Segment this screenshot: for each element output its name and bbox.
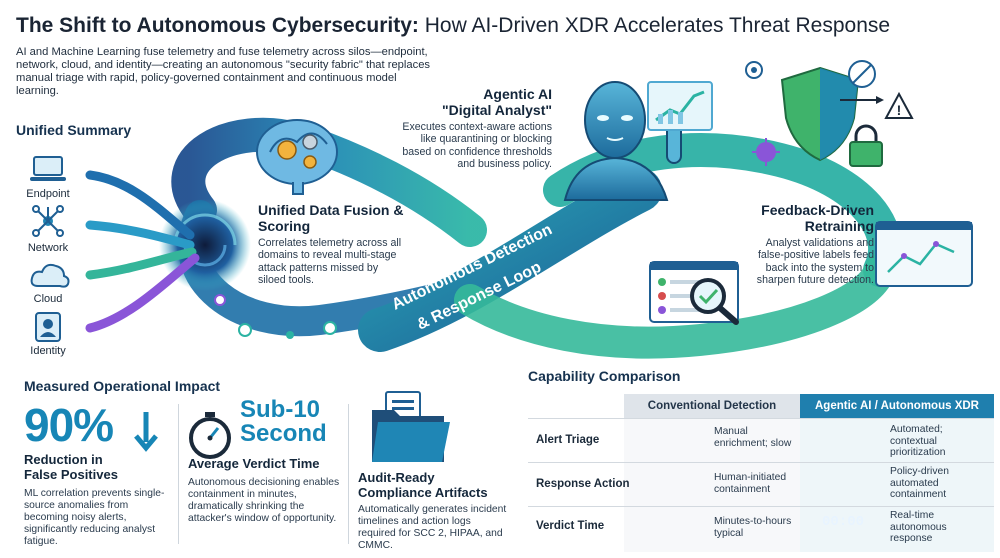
impact-heading: Measured Operational Impact xyxy=(24,378,221,394)
row-label-verdict-time: Verdict Time xyxy=(536,520,605,532)
shield-icon xyxy=(780,66,860,162)
table-row xyxy=(528,418,994,460)
metric-compliance-desc: Automatically generates incident timelin… xyxy=(358,504,507,551)
band-nodes xyxy=(214,294,337,339)
page-title: The Shift to Autonomous Cybersecurity: H… xyxy=(16,14,986,38)
source-network-label: Network xyxy=(27,242,69,254)
svg-text:!: ! xyxy=(897,102,902,118)
row-label-alert-triage: Alert Triage xyxy=(536,434,600,446)
network-icon xyxy=(32,205,64,237)
comparison-table: Conventional Detection Agentic AI / Auto… xyxy=(528,390,994,552)
comparison-heading: Capability Comparison xyxy=(528,368,681,384)
padlock-icon xyxy=(849,124,883,167)
metric-sub10-value: Sub-10 Second xyxy=(240,396,327,447)
cell-ai-verdict: Real-time autonomous response xyxy=(890,510,947,544)
intro-text: AI and Machine Learning fuse telemetry a… xyxy=(16,46,431,97)
metric-false-positives: 90% Reduction in False Positives ML corr… xyxy=(24,398,174,548)
metric-90-desc: ML correlation prevents single-source an… xyxy=(24,488,165,547)
metric-verdict-desc: Autonomous decisioning enables containme… xyxy=(188,477,340,524)
source-cloud-label: Cloud xyxy=(33,293,63,305)
metric-compliance: Audit-Ready Compliance Artifacts Automat… xyxy=(358,470,508,552)
identity-badge-icon xyxy=(35,312,61,342)
folder-documents-icon xyxy=(372,391,450,462)
brain-gears-icon xyxy=(256,119,338,195)
digital-clock-display: 00:00 xyxy=(821,514,864,530)
source-cloud: Cloud xyxy=(14,290,82,305)
col-header-conventional: Conventional Detection xyxy=(624,394,800,418)
stream-identity xyxy=(85,253,200,333)
stage-fusion-desc: Correlates telemetry across all domains … xyxy=(258,237,402,287)
stage-fusion: Unified Data Fusion & Scoring Correlates… xyxy=(258,202,408,287)
loop-band-cross xyxy=(358,168,662,352)
metric-90-title: Reduction in False Positives xyxy=(24,452,118,482)
stage-agentic: Agentic AI "Digital Analyst" Executes co… xyxy=(402,86,552,171)
stream-cloud xyxy=(85,247,197,280)
cell-conventional-response: Human-initiated containment xyxy=(714,472,787,495)
blocked-icon xyxy=(848,60,876,88)
hologram-chart-icon xyxy=(647,81,713,131)
source-identity-label: Identity xyxy=(30,345,66,357)
stage-agentic-desc: Executes context-aware actions like quar… xyxy=(402,121,552,171)
down-arrow-icon xyxy=(134,412,158,452)
ai-column-bg xyxy=(800,418,994,552)
stage-feedback-title: Feedback-Driven Retraining xyxy=(761,202,874,234)
row-label-response-action: Response Action xyxy=(536,478,630,490)
metric-compliance-title: Audit-Ready Compliance Artifacts xyxy=(358,470,488,500)
virus-icon xyxy=(752,138,780,166)
metric-90-value: 90% xyxy=(24,399,114,451)
col-header-ai: Agentic AI / Autonomous XDR xyxy=(800,394,994,418)
stopwatch-icon xyxy=(189,412,231,459)
unified-summary-heading: Unified Summary xyxy=(16,122,132,138)
laptop-icon xyxy=(30,156,66,181)
source-network: Network xyxy=(14,239,82,254)
metric-verdict-title: Average Verdict Time xyxy=(188,456,320,471)
metric-verdict-time: Sub-10 Second Average Verdict Time Auton… xyxy=(188,398,342,525)
conventional-column-bg xyxy=(624,418,800,552)
source-endpoint: Endpoint xyxy=(14,185,82,200)
cell-conventional-triage: Manual enrichment; slow xyxy=(714,426,792,449)
loop-band-right-bottom xyxy=(454,254,896,359)
stage-feedback: Feedback-Driven Retraining Analyst valid… xyxy=(742,202,874,287)
network-node-icon xyxy=(745,61,763,79)
cell-ai-response: Policy-driven automated containment xyxy=(890,466,949,500)
retraining-chart-icon xyxy=(875,221,973,287)
divider xyxy=(178,404,179,544)
title-rest: How AI-Driven XDR Accelerates Threat Res… xyxy=(418,14,891,37)
stream-endpoint xyxy=(85,170,195,240)
stage-fusion-title: Unified Data Fusion & Scoring xyxy=(258,202,404,234)
cell-conventional-verdict: Minutes-to-hours typical xyxy=(714,516,792,539)
source-identity: Identity xyxy=(14,342,82,357)
title-main: The Shift to Autonomous Cybersecurity: xyxy=(16,14,419,37)
cell-ai-triage: Automated; contextual prioritization xyxy=(890,424,946,458)
warning-icon: ! xyxy=(884,91,914,119)
stage-feedback-desc: Analyst validations and false-positive l… xyxy=(756,237,874,287)
cloud-icon xyxy=(30,263,70,288)
table-row xyxy=(528,462,994,504)
robot-analyst-icon xyxy=(563,81,682,201)
stage-agentic-title: Agentic AI "Digital Analyst" xyxy=(442,86,552,118)
divider xyxy=(348,404,349,544)
stream-network xyxy=(85,220,195,250)
table-row xyxy=(528,506,994,548)
source-endpoint-label: Endpoint xyxy=(26,188,70,200)
checklist-magnifier-icon xyxy=(649,261,739,325)
